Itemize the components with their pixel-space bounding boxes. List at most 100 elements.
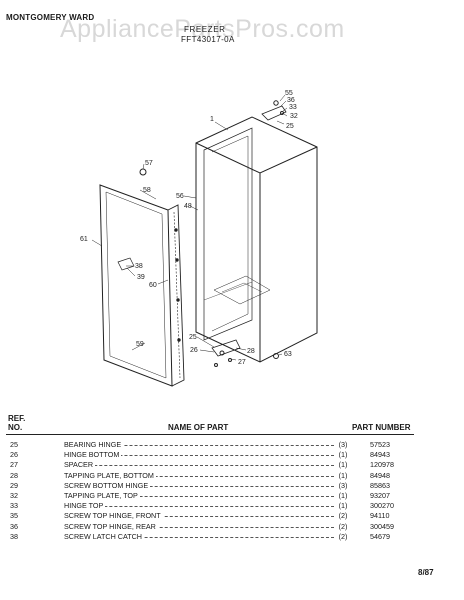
leader-dashes: [64, 465, 334, 467]
table-row: 32 TAPPING PLATE, TOP (1) 93207: [10, 491, 414, 501]
callout-48: 48: [184, 203, 192, 210]
part-quantity: (2): [335, 521, 351, 532]
part-number: 85863: [370, 480, 390, 490]
leader-dashes: [64, 516, 334, 518]
part-name: SCREW TOP HINGE, REAR: [64, 521, 158, 532]
part-name: BEARING HINGE: [64, 440, 124, 450]
part-quantity: (1): [335, 501, 351, 512]
leader-dashes: [64, 445, 334, 446]
door-gasket: [167, 204, 185, 387]
callout-58: 58: [143, 187, 151, 194]
callout-26: 26: [190, 347, 198, 354]
latch-detail: [117, 257, 135, 271]
top-hinge: [261, 105, 287, 121]
callout-39: 39: [137, 274, 145, 281]
part-quantity: (2): [335, 531, 351, 542]
part-name: SCREW BOTTOM HINGE: [64, 480, 151, 491]
ref-number: 29: [10, 480, 18, 490]
part-name: SPACER: [64, 460, 96, 471]
callout-55: 55: [285, 90, 293, 97]
watermark: AppliancePartsPros.com: [60, 15, 345, 43]
ref-number: 26: [10, 450, 18, 460]
revision-date: 8/87: [418, 568, 434, 577]
cabinet-top-front-edge: [195, 142, 318, 174]
callout-38: 38: [135, 263, 143, 270]
ref-number: 35: [10, 511, 18, 521]
page-title: FREEZER: [184, 25, 226, 34]
cabinet-opening: [203, 127, 253, 341]
ref-number: 33: [10, 501, 18, 511]
callout-36: 36: [287, 97, 295, 104]
leader-dashes: [64, 526, 334, 528]
ref-number: 36: [10, 521, 18, 531]
ref-number: 25: [10, 440, 18, 449]
table-row: 36 SCREW TOP HINGE, REAR (2) 300459: [10, 521, 414, 532]
cabinet-floor: [213, 275, 271, 305]
part-name: SCREW LATCH CATCH: [64, 531, 144, 542]
part-quantity: (1): [335, 491, 351, 501]
leader-dashes: [64, 485, 334, 487]
table-row: 33 HINGE TOP (1) 300270: [10, 501, 414, 512]
col-ref-header: REF.: [8, 414, 26, 423]
part-quantity: (1): [335, 470, 351, 481]
col-name-header: NAME OF PART: [168, 423, 229, 432]
part-quantity: (1): [335, 450, 351, 461]
table-row: 27 SPACER (1) 120978: [10, 460, 414, 471]
table-row: 26 HINGE BOTTOM (1) 84943: [10, 450, 414, 461]
leader-dashes: [64, 496, 334, 497]
part-name: SCREW TOP HINGE, FRONT: [64, 511, 163, 522]
callout-32: 32: [290, 113, 298, 120]
ref-number: 38: [10, 531, 18, 541]
exploded-diagram: 1 55 36 33 32 25 57 58 56 48 61 38 39 60…: [80, 90, 318, 387]
callout-25-top: 25: [286, 123, 294, 130]
leader-dashes: [64, 455, 334, 457]
callout-60: 60: [149, 282, 157, 289]
col-part-header: PART NUMBER: [352, 423, 411, 432]
part-name: TAPPING PLATE, BOTTOM: [64, 470, 156, 481]
table-rule: [6, 434, 414, 435]
callout-59: 59: [136, 341, 144, 348]
bottom-hinge: [211, 339, 241, 357]
callout-56: 56: [176, 193, 184, 200]
screw-57: [139, 168, 147, 176]
door-panel: [99, 184, 173, 387]
callout-57: 57: [145, 160, 153, 167]
callout-33: 33: [289, 104, 297, 111]
part-number: 54679: [370, 531, 390, 541]
callout-1: 1: [210, 116, 214, 123]
table-row: 29 SCREW BOTTOM HINGE (3) 85863: [10, 480, 414, 491]
callout-28: 28: [247, 348, 255, 355]
part-quantity: (2): [335, 511, 351, 522]
part-number: 300459: [370, 521, 394, 531]
part-quantity: (1): [335, 460, 351, 471]
part-name: HINGE BOTTOM: [64, 450, 122, 461]
part-number: 57523: [370, 440, 390, 449]
callout-27: 27: [238, 359, 246, 366]
leader-dashes: [64, 475, 334, 477]
ref-number: 32: [10, 491, 18, 500]
col-no-header: NO.: [8, 423, 23, 432]
part-number: 300270: [370, 501, 394, 511]
part-quantity: (3): [335, 440, 351, 450]
brand-header: MONTGOMERY WARD: [6, 13, 95, 22]
ref-number: 28: [10, 470, 18, 480]
leader-dashes: [64, 506, 334, 508]
part-number: 120978: [370, 460, 394, 470]
model-number: FFT43017-0A: [181, 35, 235, 44]
part-name: HINGE TOP: [64, 501, 106, 512]
callout-63: 63: [284, 351, 292, 358]
callout-25-bottom: 25: [189, 334, 197, 341]
table-row: 38 SCREW LATCH CATCH (2) 54679: [10, 531, 414, 542]
cabinet-outline: [195, 116, 318, 363]
part-number: 93207: [370, 491, 390, 500]
leader-dashes: [64, 536, 334, 538]
screw-63: [273, 353, 279, 359]
part-name: TAPPING PLATE, TOP: [64, 491, 140, 501]
ref-number: 27: [10, 460, 18, 470]
part-quantity: (3): [335, 480, 351, 491]
part-number: 84943: [370, 450, 390, 460]
table-row: 25 BEARING HINGE (3) 57523: [10, 440, 414, 450]
